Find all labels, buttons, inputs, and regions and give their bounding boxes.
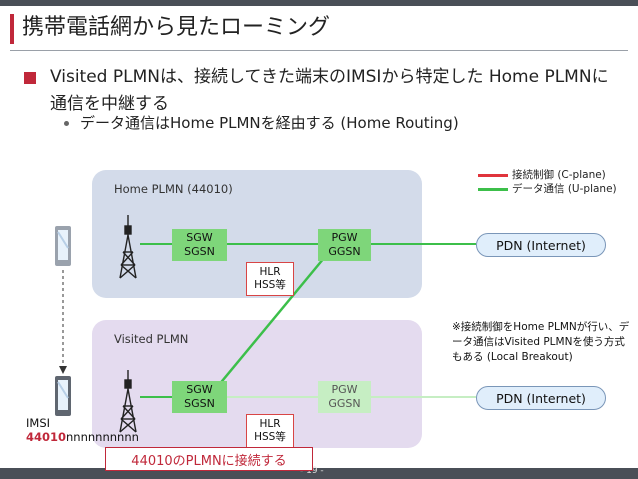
imsi-label: IMSI [26,416,51,430]
visited-hlr-node: HLR HSS等 [246,414,294,448]
home-pgw-line2: GGSN [328,245,361,258]
title-divider [10,50,628,51]
visited-pdn-node: PDN (Internet) [476,386,606,410]
mobile-phone-icon [55,376,71,416]
cell-tower-icon [119,215,137,279]
home-hlr-line2: HSS等 [254,279,286,291]
visited-sgw-line1: SGW [186,383,213,396]
legend-data: データ通信 (U-plane) [478,182,617,196]
bullet-sub: データ通信はHome PLMNを経由する (Home Routing) [80,114,459,132]
home-plmn-label: Home PLMN (44010) [114,182,233,196]
home-routing-link [217,257,325,387]
home-hlr-node: HLR HSS等 [246,262,294,296]
visited-hlr-line2: HSS等 [254,431,286,443]
visited-hlr-line1: HLR [259,418,281,430]
home-sgw-line2: SGSN [184,245,215,258]
visited-pgw-node: PGW GGSN [318,381,371,413]
mobile-phone-icon [55,226,71,266]
connect-callout: 44010のPLMNに接続する [105,447,313,471]
visited-sgw-line2: SGSN [184,397,215,410]
home-pgw-node: PGW GGSN [318,229,371,261]
bullet-main: Visited PLMNは、接続してきた端末のIMSIから特定した Home P… [50,67,609,114]
visited-plmn-label: Visited PLMN [114,332,189,346]
sub-bullet-marker [64,121,69,126]
top-bar [0,0,638,6]
bottom-bar [0,468,638,479]
page-number: - 19 - [300,466,324,476]
local-breakout-note: ※接続制御をHome PLMNが行い、データ通信はVisited PLMNを使う… [452,321,630,363]
home-sgw-node: SGW SGSN [172,229,227,261]
imsi-value: 44010nnnnnnnnnn [26,430,139,444]
home-sgw-line1: SGW [186,231,213,244]
title-accent [10,14,14,44]
visited-sgw-node: SGW SGSN [172,381,227,413]
roaming-move-arrowhead [59,366,67,374]
imsi-suffix: nnnnnnnnnn [66,430,139,444]
legend-control-swatch [478,173,508,177]
slide-title: 携帯電話網から見たローミング [22,15,331,40]
legend-control-label: 接続制御 (C-plane) [512,169,606,181]
legend-data-label: データ通信 (U-plane) [512,183,617,195]
imsi-prefix: 44010 [26,430,67,444]
legend: 接続制御 (C-plane) データ通信 (U-plane) [478,168,617,196]
visited-pgw-line2: GGSN [328,397,361,410]
home-pdn-node: PDN (Internet) [476,233,606,257]
cell-tower-icon [119,370,137,433]
home-pgw-line1: PGW [331,231,358,244]
visited-pgw-line1: PGW [331,383,358,396]
bullet-marker [24,72,36,84]
legend-control: 接続制御 (C-plane) [478,168,617,182]
legend-data-swatch [478,187,508,191]
home-hlr-line1: HLR [259,266,281,278]
